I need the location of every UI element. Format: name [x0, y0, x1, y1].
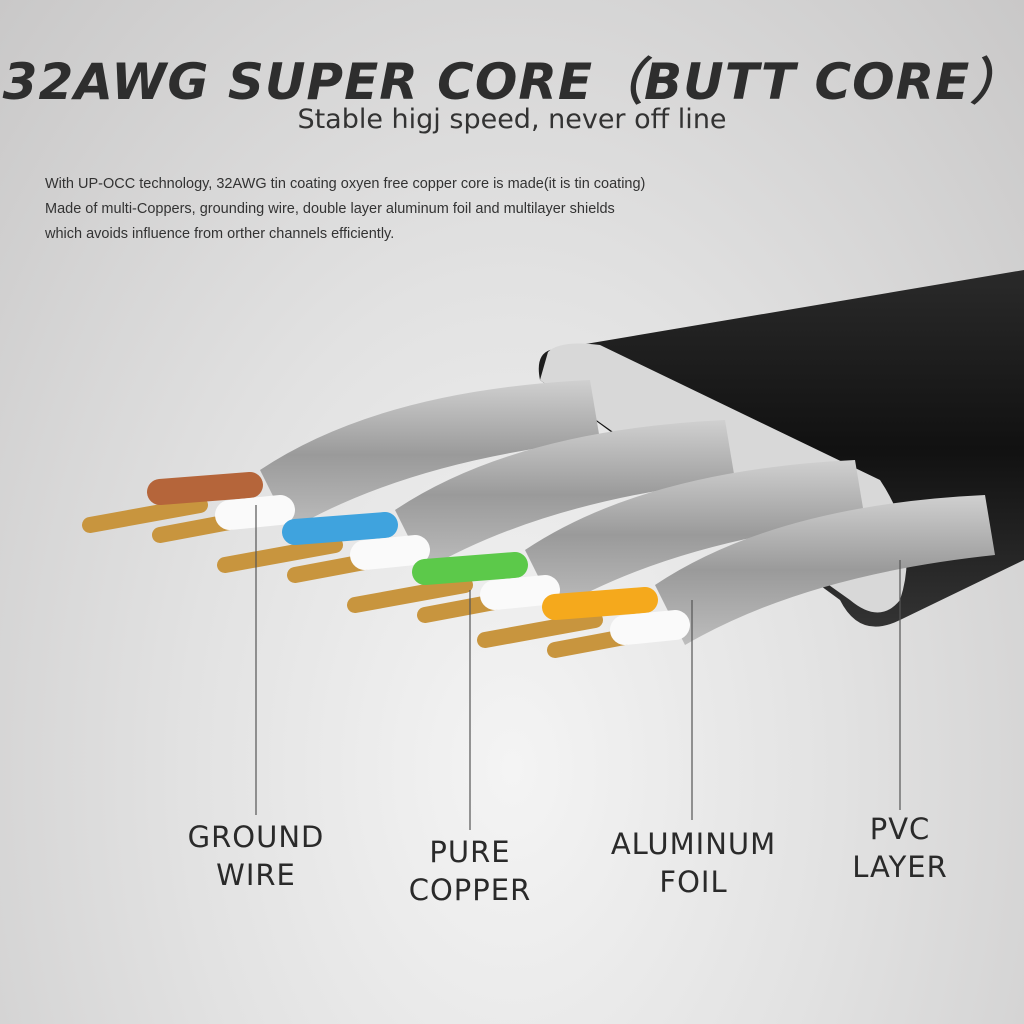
description-line: With UP-OCC technology, 32AWG tin coatin… — [45, 176, 646, 192]
white-insulation — [610, 610, 690, 645]
description-line: which avoids influence from orther chann… — [45, 226, 395, 242]
white-insulation — [480, 575, 560, 610]
label-line: LAYER — [852, 850, 948, 884]
label-line: GROUND — [187, 820, 325, 854]
aluminum-foil-shield — [260, 380, 600, 530]
label-line: WIRE — [216, 858, 296, 892]
label-leader-lines — [255, 505, 901, 830]
copper-conductor — [477, 612, 603, 648]
aluminum-foil-shield — [655, 495, 995, 645]
page-subtitle: Stable higj speed, never off line — [297, 104, 727, 135]
label-aluminum-foil: ALUMINUM FOIL — [596, 825, 791, 901]
copper-conductor — [217, 537, 343, 573]
colored-insulation — [542, 587, 658, 620]
label-line: COPPER — [408, 873, 532, 907]
colored-insulation — [282, 512, 398, 545]
colored-insulation — [412, 552, 528, 585]
label-pure-copper: PURE COPPER — [390, 833, 550, 909]
label-line: ALUMINUM — [610, 827, 777, 861]
white-insulation — [215, 495, 295, 530]
copper-conductor — [82, 497, 208, 533]
label-line: FOIL — [659, 865, 728, 899]
label-ground-wire: GROUND WIRE — [176, 818, 336, 894]
colored-insulation — [147, 472, 263, 505]
description-line: Made of multi-Coppers, grounding wire, d… — [45, 201, 615, 217]
label-line: PURE — [429, 835, 511, 869]
label-line: PVC — [869, 812, 931, 846]
page-title: 32AWG SUPER CORE（BUTT CORE） — [2, 53, 1022, 111]
aluminum-foil-shield — [395, 420, 735, 570]
label-pvc-layer: PVC LAYER — [830, 810, 970, 886]
copper-conductor — [347, 577, 473, 613]
aluminum-foil-shield — [525, 460, 865, 610]
description: With UP-OCC technology, 32AWG tin coatin… — [45, 172, 645, 247]
white-insulation — [350, 535, 430, 570]
